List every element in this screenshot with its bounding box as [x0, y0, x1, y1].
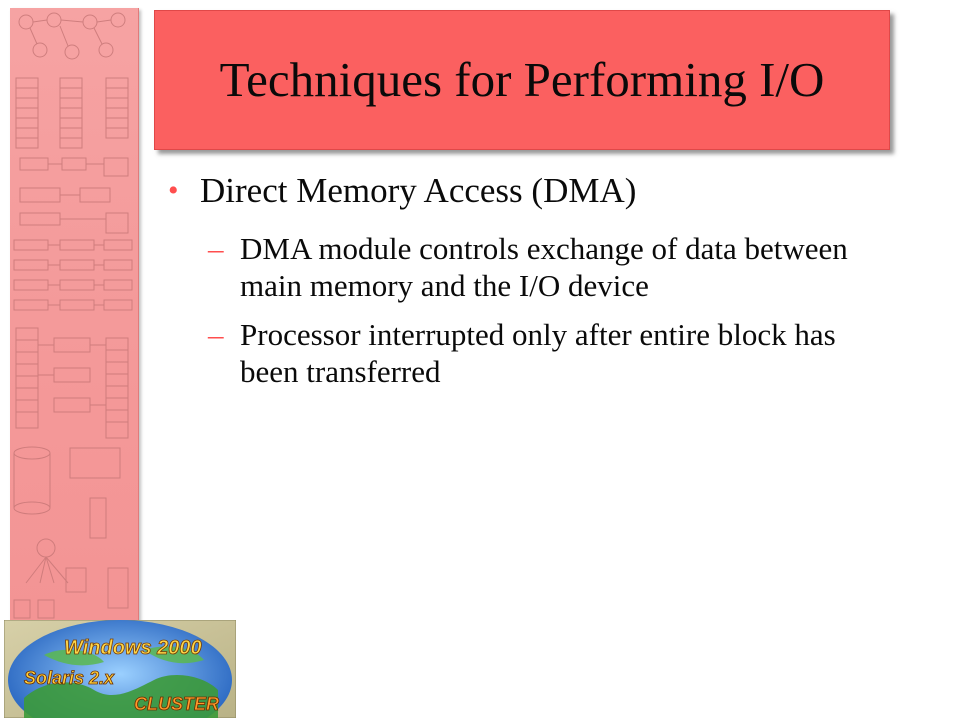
windows-solaris-cluster-logo: Windows 2000 Solaris 2.x CLUSTER: [4, 620, 236, 718]
decorative-diagram-strip: [10, 8, 139, 623]
logo-cluster-text: CLUSTER: [134, 694, 219, 714]
faded-diagram-icon: [13, 12, 133, 619]
bullet-marker: •: [168, 174, 179, 207]
slide-title: Techniques for Performing I/O: [219, 52, 825, 107]
sub-bullet-marker: –: [208, 317, 224, 352]
sub-bullet-text: Processor interrupted only after entire …: [240, 317, 836, 389]
sub-bullet-text: DMA module controls exchange of data bet…: [240, 231, 848, 303]
bullet-text: Direct Memory Access (DMA): [200, 171, 637, 210]
logo-windows-text: Windows 2000: [64, 637, 202, 659]
sub-bullet-item: – Processor interrupted only after entir…: [168, 316, 898, 390]
slide-body: • Direct Memory Access (DMA) – DMA modul…: [168, 170, 898, 402]
bullet-item: • Direct Memory Access (DMA): [168, 170, 898, 212]
title-box: Techniques for Performing I/O: [154, 10, 890, 150]
logo-solaris-text: Solaris 2.x: [24, 668, 115, 688]
sub-bullet-marker: –: [208, 231, 224, 266]
sub-bullet-list: – DMA module controls exchange of data b…: [168, 230, 898, 390]
sub-bullet-item: – DMA module controls exchange of data b…: [168, 230, 898, 304]
